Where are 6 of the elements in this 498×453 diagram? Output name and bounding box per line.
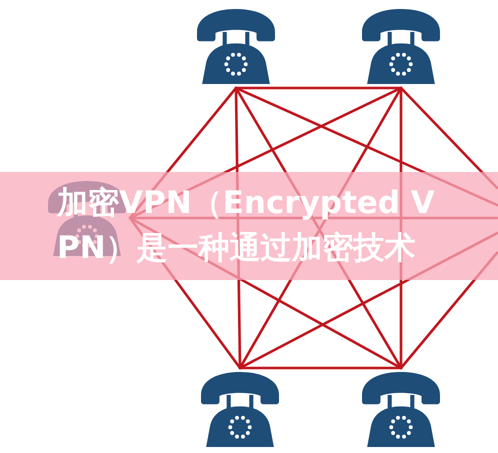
- telephone-icon: [201, 372, 279, 447]
- telephone-icon: [197, 9, 275, 84]
- connection-line: [234, 86, 402, 90]
- connection-line: [238, 366, 402, 370]
- telephone-icon: [362, 372, 440, 447]
- telephone-icon: [362, 9, 440, 84]
